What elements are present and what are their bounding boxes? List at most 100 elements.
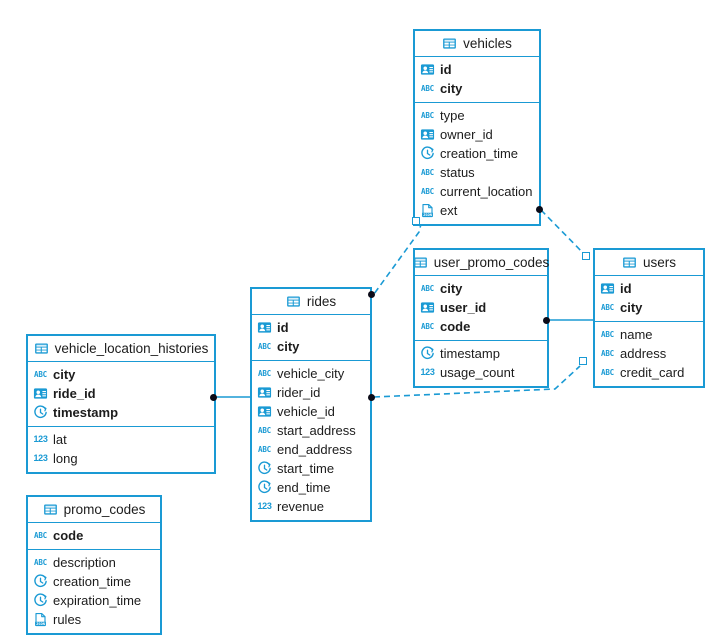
abc-text-icon: ABC [257,423,272,438]
abc-text-icon: ABC [600,300,615,315]
abc-label: ABC [421,321,434,331]
table-title: users [642,254,676,270]
column-row[interactable]: timestamp [415,344,547,363]
column-row[interactable]: id [415,60,539,79]
column-name: user_id [440,300,487,315]
column-row[interactable]: ABC city [252,337,370,356]
table-icon [286,294,301,309]
table-title: user_promo_codes [433,254,550,270]
table-header[interactable]: user_promo_codes [413,250,550,276]
column-name: creation_time [440,146,519,161]
abc-text-icon: ABC [420,81,435,96]
column-row[interactable]: timestamp [28,403,214,422]
column-name: start_time [277,461,335,476]
column-row[interactable]: creation_time [415,144,539,163]
json-file-icon: JSON [33,612,48,627]
column-row[interactable]: id [252,318,370,337]
column-name: code [53,528,84,543]
svg-text:JSON: JSON [423,213,433,217]
table-title: promo_codes [63,501,146,517]
column-row[interactable]: start_time [252,459,370,478]
table-header[interactable]: rides [252,289,370,315]
column-row[interactable]: owner_id [415,125,539,144]
table-header[interactable]: users [595,250,703,276]
clock-icon [33,405,48,420]
column-row[interactable]: 123 revenue [252,497,370,516]
column-row[interactable]: ABC address [595,344,703,363]
key-id-icon [257,385,272,400]
clock-icon [420,346,435,361]
edge-endpoint-dot [367,290,375,298]
column-row[interactable]: expiration_time [28,591,160,610]
key-id-icon [257,320,272,335]
table-icon [43,502,58,517]
abc-text-icon: ABC [257,339,272,354]
table-icon [622,255,637,270]
abc-text-icon: ABC [420,108,435,123]
column-row[interactable]: ride_id [28,384,214,403]
column-row[interactable]: creation_time [28,572,160,591]
table-header[interactable]: vehicles [415,31,539,57]
column-name: credit_card [620,365,685,380]
svg-text:JSON: JSON [36,622,46,626]
key-id-icon [257,404,272,419]
column-row[interactable]: rider_id [252,383,370,402]
column-name: revenue [277,499,324,514]
column-name: address [620,346,667,361]
abc-label: ABC [421,110,434,120]
123-number-icon: 123 [420,365,435,380]
column-row[interactable]: ABC description [28,553,160,572]
abc-text-icon: ABC [257,366,272,381]
table-header[interactable]: promo_codes [28,497,160,523]
abc-label: ABC [258,341,271,351]
column-row[interactable]: vehicle_id [252,402,370,421]
column-name: city [53,367,76,382]
abc-label: ABC [258,368,271,378]
table-title: rides [306,293,337,309]
column-row[interactable]: end_time [252,478,370,497]
clock-icon [33,574,48,589]
abc-text-icon: ABC [420,184,435,199]
column-name: city [277,339,300,354]
table-header[interactable]: vehicle_location_histories [28,336,214,362]
column-name: description [53,555,116,570]
abc-text-icon: ABC [33,555,48,570]
column-name: ride_id [53,386,96,401]
123-number-icon: 123 [257,499,272,514]
column-row[interactable]: id [595,279,703,298]
edge-endpoint-dot [542,316,550,324]
key-id-icon [33,386,48,401]
abc-label: ABC [601,348,614,358]
column-name: id [440,62,452,77]
column-row[interactable]: user_id [415,298,547,317]
